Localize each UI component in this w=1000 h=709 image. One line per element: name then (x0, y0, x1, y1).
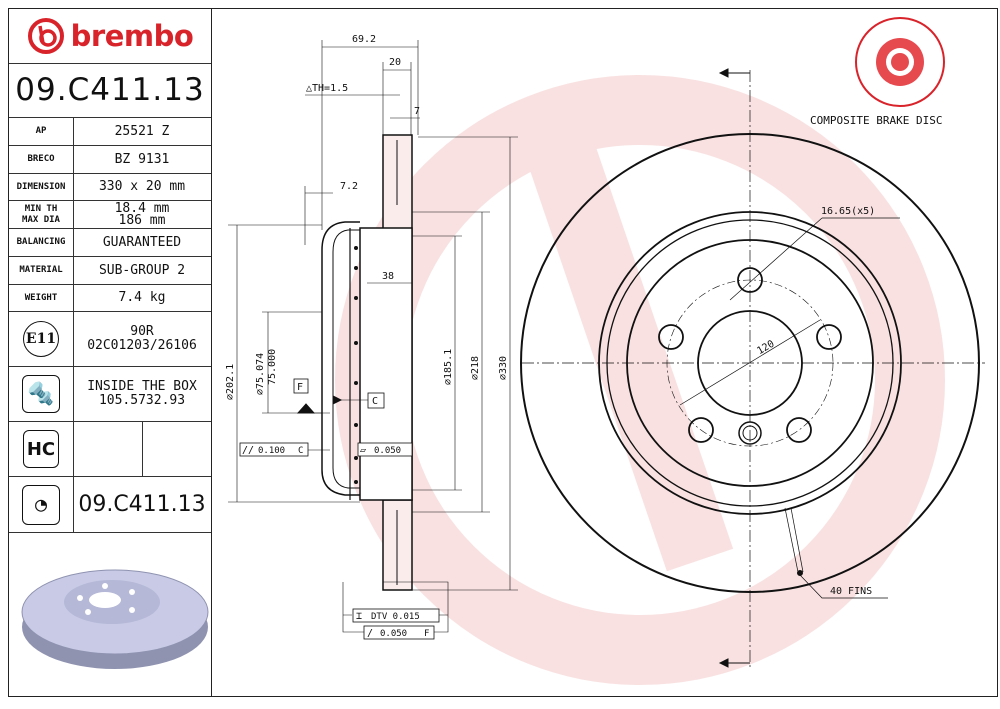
screw-icon: 🔩 (9, 367, 74, 421)
spec-row-ap: AP 25521 Z (9, 118, 211, 146)
screws-line1: INSIDE THE BOX (87, 379, 197, 394)
vent-holes (354, 246, 358, 484)
svg-text:⌀202.1: ⌀202.1 (225, 364, 236, 400)
brembo-logo: brembo (9, 9, 211, 64)
dimension-labels: 69.2 20 △TH=1.5 7 7.2 38 ⌀202.1 ⌀75.074 … (225, 34, 509, 640)
fins-label: 40 FINS (830, 586, 872, 597)
hc-row: HC (9, 422, 211, 477)
part-number-row: 09.C411.13 (9, 63, 211, 118)
hc-icon: HC (9, 422, 74, 476)
spec-value: BZ 9131 (114, 151, 170, 167)
spec-value: 18.4 mm 186 mm (114, 200, 170, 228)
spec-row-balancing: BALANCING GUARANTEED (9, 229, 211, 257)
spec-row-weight: WEIGHT 7.4 kg (9, 285, 211, 312)
locating-hole (738, 421, 762, 445)
spec-value: 7.4 kg (118, 290, 166, 305)
svg-text:⌀75.074: ⌀75.074 (255, 353, 266, 395)
svg-text:7.2: 7.2 (340, 181, 358, 192)
caliper-part-number: 09.C411.13 (78, 491, 206, 517)
screws-line2: 105.5732.93 (98, 393, 186, 408)
caliper-row: ◔ 09.C411.13 (9, 477, 211, 533)
composite-disc-icon (855, 17, 945, 107)
svg-text:/: / (367, 628, 373, 639)
svg-text:DTV 0.015: DTV 0.015 (371, 612, 420, 622)
svg-text:0.050: 0.050 (380, 629, 407, 639)
disc-product-image (21, 569, 209, 669)
svg-text:▱: ▱ (360, 445, 366, 456)
spec-label: MATERIAL (9, 257, 74, 284)
homologation-line2: 02C01203/26106 (87, 338, 197, 353)
svg-text:⌀185.1: ⌀185.1 (443, 349, 454, 385)
svg-text:⌶: ⌶ (356, 611, 362, 622)
spec-row-min-th: MIN TH MAX DIA 18.4 mm 186 mm (9, 201, 211, 229)
spec-label: BRECO (9, 146, 74, 173)
caliper-icon: ◔ (9, 477, 74, 532)
disc-front-view (520, 68, 985, 670)
svg-text:0.100: 0.100 (258, 446, 285, 456)
svg-text:C: C (298, 446, 303, 456)
spec-label: MIN TH MAX DIA (9, 201, 74, 228)
homologation-line1: 90R (130, 324, 154, 339)
disc-cross-section (228, 40, 518, 633)
spec-label: BALANCING (9, 229, 74, 256)
brembo-logo-icon (27, 18, 64, 54)
composite-label: COMPOSITE BRAKE DISC (810, 114, 942, 127)
spec-row-dimension: DIMENSION 330 x 20 mm (9, 174, 211, 201)
svg-text:F: F (424, 629, 429, 639)
svg-text://: // (242, 445, 254, 456)
svg-text:20: 20 (389, 57, 401, 68)
svg-text:⌀330: ⌀330 (498, 356, 509, 380)
spec-value: 25521 Z (114, 123, 170, 139)
svg-text:F: F (297, 382, 303, 393)
spec-label: WEIGHT (9, 285, 74, 311)
svg-text:C: C (372, 396, 378, 407)
spec-row-breco: BRECO BZ 9131 (9, 146, 211, 174)
spec-row-material: MATERIAL SUB-GROUP 2 (9, 257, 211, 285)
spec-value: SUB-GROUP 2 (98, 262, 186, 278)
svg-text:△TH=1.5: △TH=1.5 (306, 83, 348, 94)
svg-text:75.000: 75.000 (267, 349, 278, 385)
spec-value: GUARANTEED (102, 234, 182, 250)
bolt-hole-label: 16.65(x5) (821, 206, 875, 217)
spec-value: 330 x 20 mm (98, 179, 186, 194)
spec-label: DIMENSION (9, 174, 74, 200)
svg-text:⌀218: ⌀218 (470, 356, 481, 380)
svg-text:69.2: 69.2 (352, 34, 376, 45)
svg-text:38: 38 (382, 271, 394, 282)
spec-label: AP (9, 118, 74, 145)
drawing-frame (212, 8, 998, 697)
svg-text:7: 7 (414, 106, 420, 117)
bolt-holes (658, 267, 842, 443)
part-number: 09.C411.13 (15, 72, 205, 108)
svg-text:0.050: 0.050 (374, 446, 401, 456)
e11-icon: E11 (9, 312, 74, 366)
